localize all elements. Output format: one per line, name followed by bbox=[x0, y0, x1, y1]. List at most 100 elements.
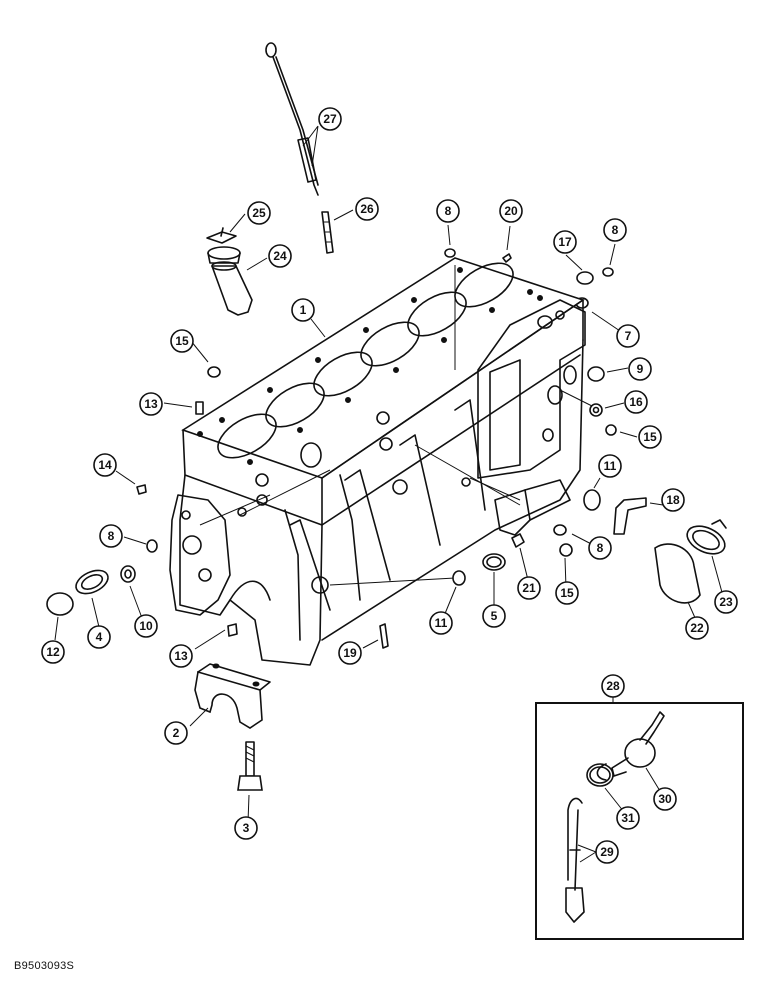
pin-19 bbox=[379, 623, 389, 649]
plug-8-right bbox=[602, 267, 614, 277]
svg-text:22: 22 bbox=[690, 621, 704, 635]
svg-text:26: 26 bbox=[360, 202, 374, 216]
svg-text:2: 2 bbox=[173, 726, 180, 740]
callout-14: 14 bbox=[93, 453, 117, 477]
plug-11-right bbox=[583, 489, 601, 511]
top-plug-8 bbox=[444, 248, 456, 258]
callout-8-lower-right: 8 bbox=[588, 536, 612, 560]
cup-plug-4 bbox=[75, 569, 109, 595]
callout-29: 29 bbox=[595, 840, 619, 864]
svg-text:8: 8 bbox=[108, 529, 115, 543]
svg-text:5: 5 bbox=[491, 609, 498, 623]
svg-text:7: 7 bbox=[625, 329, 632, 343]
seal-5 bbox=[482, 553, 506, 571]
callout-13-top: 13 bbox=[139, 392, 163, 416]
callout-15-right: 15 bbox=[638, 425, 662, 449]
svg-text:10: 10 bbox=[139, 619, 153, 633]
callout-8-left: 8 bbox=[99, 524, 123, 548]
main-bearing-cap bbox=[194, 663, 271, 729]
pin-13-lower bbox=[227, 623, 238, 637]
fitting-21 bbox=[511, 533, 525, 548]
callout-1: 1 bbox=[291, 298, 315, 322]
svg-text:8: 8 bbox=[597, 541, 604, 555]
callout-19: 19 bbox=[338, 641, 362, 665]
block-heater bbox=[596, 711, 665, 781]
top-plug-20 bbox=[502, 253, 512, 263]
bearing-cap-bolt bbox=[237, 741, 263, 791]
plug-15-left bbox=[207, 366, 221, 378]
callout-3: 3 bbox=[234, 816, 258, 840]
svg-text:23: 23 bbox=[719, 595, 733, 609]
heater-seal-ring bbox=[586, 763, 614, 787]
dipstick-tube bbox=[321, 211, 334, 254]
callout-10: 10 bbox=[134, 614, 158, 638]
heater-kit-box bbox=[535, 702, 744, 940]
callout-21: 21 bbox=[517, 576, 541, 600]
seal-10 bbox=[120, 565, 136, 583]
callout-30: 30 bbox=[653, 787, 677, 811]
callout-2: 2 bbox=[164, 721, 188, 745]
callout-27: 27 bbox=[318, 107, 342, 131]
heater-cord bbox=[565, 797, 585, 923]
svg-text:20: 20 bbox=[504, 204, 518, 218]
cylinder-block bbox=[169, 257, 601, 666]
callout-24: 24 bbox=[268, 244, 292, 268]
callout-31: 31 bbox=[616, 806, 640, 830]
plug-8-lower-right bbox=[553, 524, 567, 536]
disc-12 bbox=[46, 592, 74, 616]
svg-text:4: 4 bbox=[96, 630, 103, 644]
hose-22 bbox=[654, 543, 701, 604]
svg-text:27: 27 bbox=[323, 112, 337, 126]
callout-18: 18 bbox=[661, 488, 685, 512]
callout-11-right: 11 bbox=[598, 454, 622, 478]
callout-5: 5 bbox=[482, 604, 506, 628]
plug-17 bbox=[576, 271, 594, 285]
svg-text:19: 19 bbox=[343, 646, 357, 660]
plug-9 bbox=[587, 366, 605, 382]
callout-9: 9 bbox=[628, 357, 652, 381]
plug-11-lower bbox=[452, 570, 466, 586]
svg-text:15: 15 bbox=[560, 586, 574, 600]
oil-filler-cap bbox=[206, 227, 241, 264]
callout-12: 12 bbox=[41, 640, 65, 664]
svg-text:17: 17 bbox=[558, 235, 572, 249]
fitting-16 bbox=[589, 403, 603, 417]
svg-text:21: 21 bbox=[522, 581, 536, 595]
svg-text:28: 28 bbox=[606, 679, 620, 693]
callout-25: 25 bbox=[247, 201, 271, 225]
svg-text:12: 12 bbox=[46, 645, 60, 659]
oil-filler-tube bbox=[211, 261, 253, 316]
callout-23: 23 bbox=[714, 590, 738, 614]
callout-16: 16 bbox=[624, 390, 648, 414]
dipstick bbox=[265, 42, 319, 196]
svg-text:3: 3 bbox=[243, 821, 250, 835]
svg-text:8: 8 bbox=[612, 223, 619, 237]
callout-20: 20 bbox=[499, 199, 523, 223]
callout-7: 7 bbox=[616, 324, 640, 348]
pin-13-top bbox=[195, 401, 204, 415]
callout-22: 22 bbox=[685, 616, 709, 640]
callout-13-lower: 13 bbox=[169, 644, 193, 668]
callout-8-right: 8 bbox=[603, 218, 627, 242]
svg-text:15: 15 bbox=[175, 334, 189, 348]
callout-28: 28 bbox=[601, 674, 625, 698]
fitting-15-right bbox=[605, 424, 617, 436]
svg-text:14: 14 bbox=[98, 458, 112, 472]
svg-text:11: 11 bbox=[604, 459, 617, 473]
elbow-18 bbox=[613, 497, 647, 535]
clamp-23 bbox=[686, 519, 727, 555]
callout-17: 17 bbox=[553, 230, 577, 254]
callout-26: 26 bbox=[355, 197, 379, 221]
svg-text:29: 29 bbox=[600, 845, 614, 859]
svg-text:8: 8 bbox=[445, 204, 452, 218]
svg-text:31: 31 bbox=[621, 811, 635, 825]
svg-text:13: 13 bbox=[174, 649, 188, 663]
svg-text:24: 24 bbox=[273, 249, 287, 263]
svg-text:30: 30 bbox=[658, 792, 672, 806]
svg-text:18: 18 bbox=[666, 493, 680, 507]
svg-text:15: 15 bbox=[643, 430, 657, 444]
callout-4: 4 bbox=[87, 625, 111, 649]
callout-15-left: 15 bbox=[170, 329, 194, 353]
fitting-15-lower bbox=[559, 543, 573, 557]
